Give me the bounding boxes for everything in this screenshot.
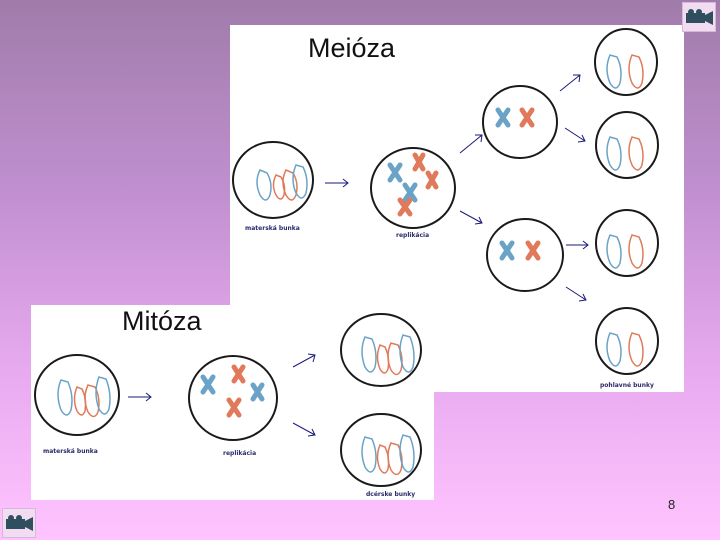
meiosis-arrow-4 (559, 74, 581, 92)
mitosis-daughters-label: dcérske bunky (366, 491, 415, 498)
mitosis-diagram: Mitóza materská bunka replikácia (31, 305, 434, 500)
mitosis-daughter-cell-bottom (340, 413, 422, 487)
meiosis-mother-cell: materská bunka (232, 141, 314, 232)
mitosis-arrow-2 (292, 353, 316, 368)
meiosis-replication-label: replikácia (396, 232, 429, 239)
meiosis-svg: materská bunka replikácia (232, 28, 659, 389)
gamete-cell-2 (595, 111, 659, 179)
mitosis-title: Mitóza (122, 306, 202, 336)
meiosis-arrow-7 (565, 286, 587, 302)
meiosis-arrow-5 (564, 127, 586, 143)
mitosis-daughter-cell-top (340, 313, 422, 387)
gamete-cell-4 (595, 307, 659, 375)
mitosis-mother-label: materská bunka (43, 448, 98, 455)
meiosis-title: Meióza (308, 33, 396, 63)
meiosis-replication-cell: replikácia (370, 147, 456, 239)
gamete-cell-1 (594, 28, 658, 96)
mitosis-svg: materská bunka replikácia (34, 313, 422, 498)
meiosis-arrow-6 (566, 240, 589, 250)
meiosis-arrow-3 (459, 210, 483, 225)
mitosis-replication-cell: replikácia (188, 355, 278, 457)
meiosis-arrow-2 (459, 134, 483, 154)
meiosis-1-cell-top (482, 85, 558, 159)
mitosis-mother-cell: materská bunka (34, 354, 120, 455)
film-camera-icon[interactable] (2, 508, 36, 538)
meiosis-mother-label: materská bunka (245, 225, 300, 232)
film-camera-icon-glyph (686, 9, 713, 25)
page-number: 8 (668, 497, 676, 512)
mitosis-arrow-1 (128, 392, 152, 402)
meiosis-gametes-label: pohlavné bunky (600, 382, 654, 389)
mitosis-replication-label: replikácia (223, 450, 256, 457)
film-camera-icon[interactable] (682, 2, 716, 32)
meiosis-1-cell-bottom (486, 218, 564, 292)
film-camera-icon-glyph (6, 515, 33, 531)
mitosis-arrow-3 (292, 422, 316, 437)
meiosis-arrow-1 (325, 178, 349, 188)
gamete-cell-3 (595, 209, 659, 277)
